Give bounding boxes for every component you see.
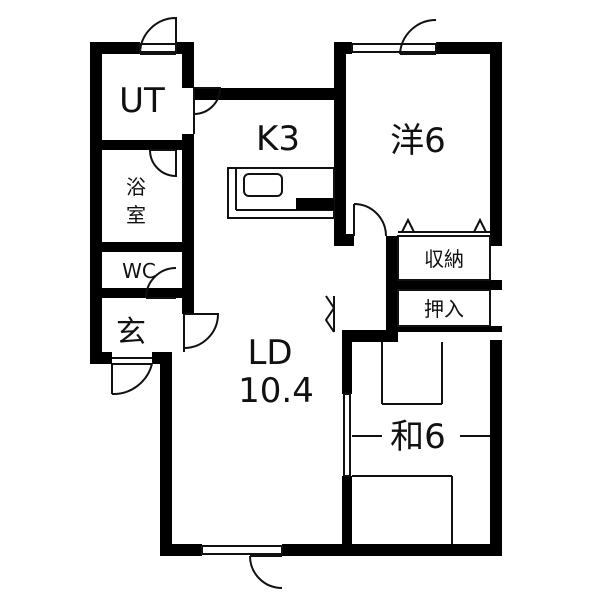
room-label-western: 洋6	[390, 121, 446, 161]
window-ld	[201, 545, 283, 555]
storage-front	[397, 235, 491, 281]
wall-japanese-top	[342, 330, 398, 342]
wall-bottom-2	[282, 544, 354, 556]
door-bath	[149, 149, 177, 178]
room-label-wc: WC	[122, 259, 156, 283]
room-label-bath-1: 浴	[126, 175, 146, 199]
wall-wc-ent	[90, 288, 194, 298]
room-label-closet: 押入	[424, 297, 464, 321]
wall-storage-bottom	[386, 326, 502, 332]
door-entrance	[111, 363, 153, 396]
door-ut-side	[193, 87, 222, 134]
room-label-japanese: 和6	[390, 417, 446, 457]
door-ld-bottom	[249, 555, 283, 589]
outer-walls	[90, 42, 502, 556]
counter-outline	[227, 167, 335, 219]
wall-left-bottom	[90, 352, 112, 364]
wall-left-outer	[90, 42, 102, 364]
wall-bottom-3	[490, 340, 502, 556]
doors	[111, 16, 437, 589]
wall-right-outer	[490, 42, 502, 246]
wall-ut-bath	[90, 140, 194, 150]
window-western	[351, 43, 437, 53]
wall-bath-wc	[90, 242, 194, 252]
wall-k-left	[334, 42, 346, 246]
door-western-bottom	[353, 203, 387, 237]
wall-storage-mid	[386, 280, 502, 290]
room-label-entrance: 玄	[116, 315, 146, 350]
wall-left-top	[90, 42, 140, 54]
wall-bottom-1	[160, 544, 202, 556]
kitchen-counter	[227, 167, 335, 219]
kitchen-wall-stub	[296, 198, 334, 210]
room-label-bath-2: 室	[126, 203, 146, 227]
door-entrance-ld	[183, 313, 220, 352]
wall-left-inner	[182, 42, 194, 88]
window-japanese	[343, 393, 351, 477]
room-label-ld: LD	[247, 333, 292, 373]
wall-japanese-left-2	[342, 476, 352, 556]
room-label-storage: 収納	[424, 247, 464, 271]
wall-kitchen-top	[194, 88, 334, 100]
sink	[243, 173, 283, 197]
door-western-top	[399, 18, 437, 55]
storage-markers	[398, 217, 490, 233]
wall-japanese-left	[342, 330, 352, 394]
room-label-ld-size: 10.4	[238, 371, 314, 411]
wall-right-top-2	[436, 42, 502, 54]
door-wc	[145, 267, 177, 299]
wall-bottom-4	[342, 544, 502, 556]
storage-marker-right	[473, 217, 487, 233]
wall-left-inner-2	[182, 134, 194, 314]
room-label-kitchen: K3	[256, 119, 300, 159]
wall-western-bottom	[334, 234, 354, 246]
storage-marker-left	[401, 217, 415, 233]
door-ut-top	[139, 16, 177, 55]
window-ut	[139, 43, 177, 53]
tatami	[352, 342, 490, 544]
room-label-ut: UT	[119, 81, 165, 121]
door-japanese-fold	[324, 295, 336, 333]
closet-front	[397, 289, 491, 327]
wall-ld-left	[160, 352, 172, 556]
openings	[112, 43, 491, 555]
